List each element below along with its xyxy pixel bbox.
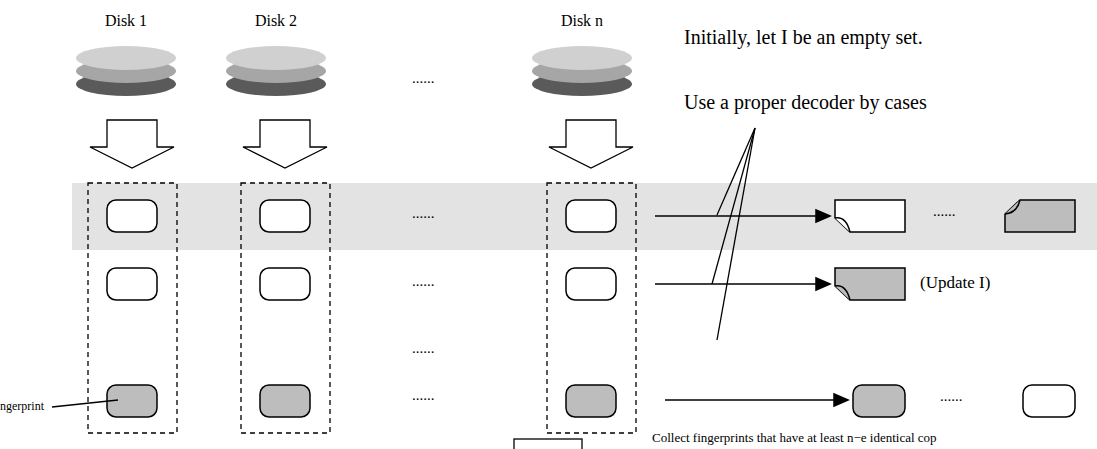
annotation-text: ngerprint [0, 400, 44, 413]
annotation-text: ...... [412, 205, 435, 222]
annotation-text: ...... [412, 387, 435, 404]
disk-stack: Disk n [531, 8, 633, 108]
block-symbols [107, 200, 616, 417]
hollow-arrows [90, 120, 633, 168]
disk-label: Disk 1 [75, 12, 177, 30]
disk-label: Disk n [531, 12, 633, 30]
annotation-text: ...... [412, 273, 435, 290]
annotation-text: Use a proper decoder by cases [684, 91, 927, 113]
annotation-text: ...... [412, 340, 435, 357]
disk-stack: Disk 1 [75, 8, 177, 108]
row-band [72, 183, 1097, 250]
disk-platter [226, 46, 326, 70]
leader-lines [52, 128, 755, 407]
disk-platter [76, 46, 176, 70]
disk-stack: Disk 2 [225, 8, 327, 108]
annotation-text: (Update I) [920, 274, 990, 293]
annotation-text: ...... [412, 70, 435, 87]
annotation-text: ...... [933, 203, 956, 220]
annotation-text: ...... [940, 388, 963, 405]
annotation-text: Initially, let I be an empty set. [684, 26, 923, 48]
document-symbols [835, 200, 1075, 417]
disk-label: Disk 2 [225, 12, 327, 30]
disk-platter [532, 46, 632, 70]
row-arrows [655, 210, 848, 406]
disk-columns [88, 183, 636, 433]
partial-box [514, 439, 582, 449]
annotation-text: Collect fingerprints that have at least … [652, 431, 937, 445]
